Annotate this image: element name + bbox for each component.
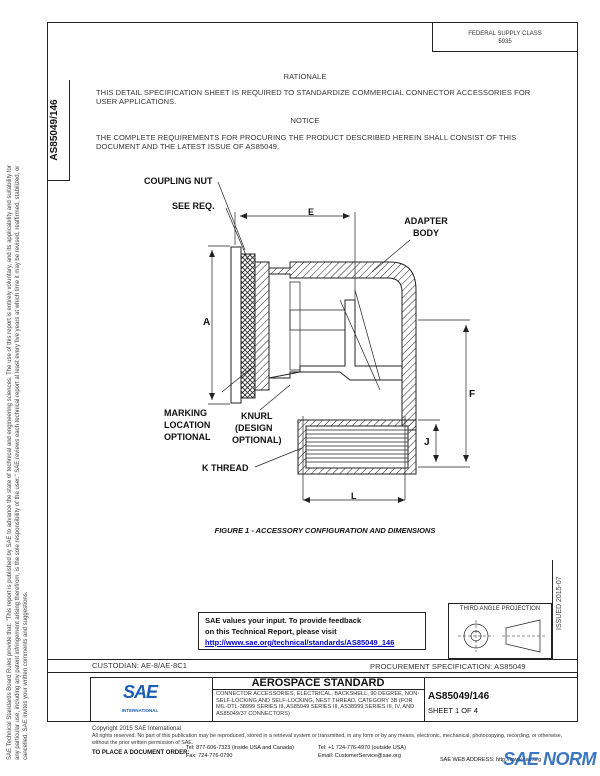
figure-caption: FIGURE 1 - ACCESSORY CONFIGURATION AND D… (214, 526, 436, 535)
title-block (90, 677, 578, 722)
label-see-req: SEE REQ. (172, 201, 215, 211)
projection-label: THIRD ANGLE PROJECTION (459, 606, 541, 612)
label-coupling-nut: COUPLING NUT (144, 176, 213, 186)
dimension-lines (208, 181, 470, 501)
custodian: CUSTODIAN: AE-8/AE-8C1 (92, 661, 188, 670)
procurement-spec: PROCUREMENT SPECIFICATION: AS85049 (370, 662, 526, 671)
feedback-link[interactable]: http://www.sae.org/technical/standards/A… (205, 638, 395, 647)
sae-international: INTERNATIONAL (121, 708, 159, 713)
projection-box (448, 603, 552, 659)
feedback-line-1: SAE values your input. To provide feedba… (205, 616, 362, 625)
footer-copyright: Copyright 2015 SAE International (92, 726, 182, 732)
rationale-title: RATIONALE (283, 72, 327, 81)
label-location: LOCATION (164, 420, 211, 430)
label-l: L (351, 491, 357, 501)
sae-logo: SAE (120, 682, 160, 708)
label-design: (DESIGN (235, 423, 273, 433)
title-block-divider-2 (424, 677, 425, 722)
footer-tel-2: Tel: +1 724-776-4970 (outside USA) (318, 745, 406, 751)
projection-divider (552, 560, 553, 660)
label-adapter: ADAPTER (404, 216, 448, 226)
footer-rights: All rights reserved. No part of this pub… (92, 733, 563, 746)
label-f: F (469, 389, 476, 400)
aerospace-standard: AEROSPACE STANDARD (251, 677, 385, 689)
label-optional: OPTIONAL (164, 432, 211, 442)
adapter-body-shape (268, 261, 417, 500)
footer-tel-1: Tel: 877-606-7323 (inside USA and Canada… (186, 745, 294, 751)
label-body: BODY (412, 228, 439, 238)
issued-vertical: ISSUED 2015-07 (556, 576, 563, 630)
label-knurl: KNURL (241, 411, 273, 421)
feedback-line-2: on this Technical Report, please visit (205, 627, 337, 636)
projection-symbol (458, 619, 546, 653)
sheet-number: SHEET 1 OF 4 (428, 706, 478, 715)
footer-order-label: TO PLACE A DOCUMENT ORDER: (92, 750, 190, 756)
label-j: J (424, 437, 430, 448)
fed-supply-class-label: FEDERAL SUPPLY CLASS (468, 31, 542, 37)
sae-norm-watermark: SAE NORM (502, 749, 597, 769)
title-block-hline (212, 689, 424, 690)
custodian-row (47, 659, 578, 673)
notice-title: NOTICE (290, 116, 320, 125)
feedback-box (198, 612, 426, 650)
title-block-divider-1 (212, 677, 213, 722)
rationale-text: THIS DETAIL SPECIFICATION SHEET IS REQUI… (96, 88, 531, 106)
doc-number: AS85049/146 (428, 691, 490, 702)
fed-supply-class-code: 5935 (498, 39, 512, 45)
footer-fax: Fax: 724-776-0790 (186, 753, 233, 759)
label-k-thread: K THREAD (202, 463, 249, 473)
dimension-arrows (209, 213, 469, 503)
sae-logo-mark: SAE (122, 682, 158, 702)
label-design-optional: OPTIONAL) (232, 435, 282, 445)
fed-supply-box (432, 22, 578, 52)
footer-email: Email: CustomerService@sae.org (318, 753, 401, 759)
label-a: A (203, 317, 211, 328)
coupling-nut-shape (230, 246, 270, 404)
title-description: CONNECTOR ACCESSORIES, ELECTRICAL, BACKS… (216, 691, 420, 717)
notice-text: THE COMPLETE REQUIREMENTS FOR PROCURING … (96, 133, 517, 151)
footer-web[interactable]: SAE WEB ADDRESS: http://www.sae.org (440, 757, 542, 763)
label-e: E (308, 207, 315, 217)
label-marking: MARKING (164, 408, 207, 418)
doc-id-column (47, 80, 70, 181)
